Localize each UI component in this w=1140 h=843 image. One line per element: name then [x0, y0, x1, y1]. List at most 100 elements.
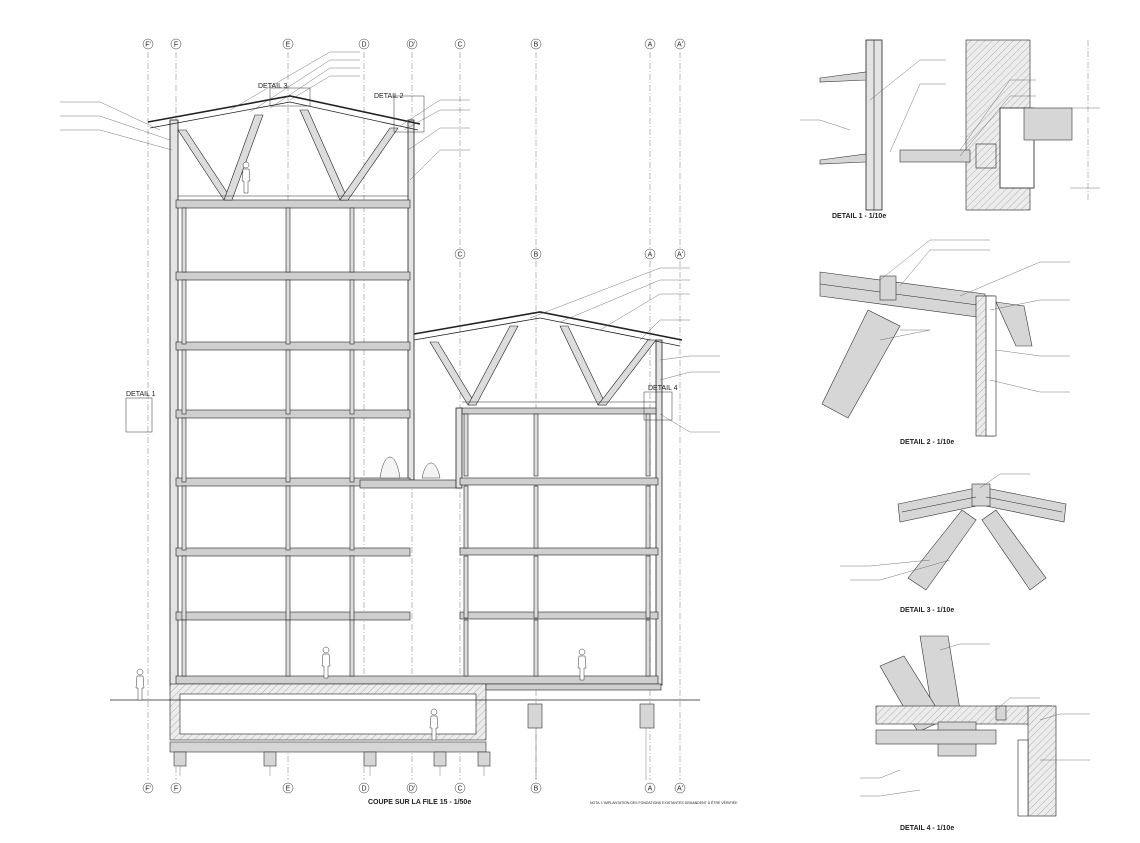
ground-floor-slab [175, 675, 659, 685]
leader-line [869, 59, 921, 101]
leader-line [959, 79, 1011, 151]
leader-line [1039, 713, 1061, 721]
detail-tag-3: DETAIL 3 [258, 83, 288, 90]
column [181, 619, 187, 677]
atrium-wall [455, 407, 463, 489]
grid-axis-bubble [674, 782, 686, 794]
grid-axis-bubble [142, 782, 154, 794]
detail-1-title: DETAIL 1 - 1/10e [832, 213, 886, 220]
column [349, 555, 355, 621]
leader-line [399, 99, 441, 127]
grid-axis-bubble [358, 38, 370, 50]
leader-line [639, 319, 661, 341]
column [533, 413, 539, 477]
leader-line [869, 559, 931, 567]
leader-line [659, 355, 691, 361]
grid-axis-bubble [454, 38, 466, 50]
detail-1-leaders [800, 59, 1036, 157]
leader-line [889, 83, 921, 153]
column [533, 619, 539, 677]
grid-axis-bubble [170, 38, 182, 50]
pile-cap [433, 751, 447, 767]
grid-axis-bubble [142, 38, 154, 50]
detail-tag-4: DETAIL 4 [648, 385, 678, 392]
grid-axis-bubble [674, 248, 686, 260]
lower-roof-truss [413, 311, 683, 406]
grid-axis-label: A [648, 252, 653, 259]
grid-axis-bubble [530, 782, 542, 794]
leader-line [229, 51, 331, 111]
floor-slab [175, 271, 411, 281]
leader-line [879, 769, 901, 779]
leader-line [879, 789, 921, 797]
column [181, 417, 187, 483]
column [349, 619, 355, 677]
floor-slab [175, 199, 411, 209]
column [181, 349, 187, 415]
basement [169, 683, 662, 753]
leader-line [995, 697, 1011, 711]
grid-axis-label: D' [409, 786, 415, 793]
leader-line [99, 101, 161, 131]
leader-line [407, 127, 441, 151]
grid-axis-label: D [361, 42, 366, 49]
leader-line [659, 413, 691, 433]
pile-cap [173, 751, 187, 767]
detail-3-title: DETAIL 3 - 1/10e [900, 607, 954, 614]
detail-3-drawing: DETAIL 3 - 1/10e [840, 473, 1067, 614]
grid-axis-label: A [648, 786, 653, 793]
grid-axis-bubble [282, 782, 294, 794]
grid-axis-label: F' [145, 42, 151, 49]
leader-line [989, 299, 1041, 311]
leader-line [659, 371, 691, 381]
detail-4-drawing: DETAIL 4 - 1/10e [860, 635, 1090, 832]
right-tower-wall [407, 119, 415, 481]
grid-axis-bubble [170, 782, 182, 794]
column [463, 485, 469, 549]
grid-axis-bubble [282, 38, 294, 50]
detail-4-title: DETAIL 4 - 1/10e [900, 825, 954, 832]
leader-line [989, 379, 1041, 393]
grid-axis-label: E [286, 42, 291, 49]
grid-axis-label: E [286, 786, 291, 793]
leader-line [899, 249, 931, 287]
leader-line [599, 293, 661, 331]
leader-line [879, 329, 931, 341]
grid-axis-bubble [530, 38, 542, 50]
scale-figures [135, 161, 587, 741]
detail-3-leaders [840, 473, 1030, 581]
floor-slab [175, 341, 411, 351]
leader-line [99, 115, 171, 141]
column [285, 417, 291, 483]
leader-line [959, 261, 1041, 297]
floor-slabs-tower [175, 199, 411, 621]
leader-line [403, 109, 441, 131]
leader-line [995, 349, 1041, 357]
pile-cap [263, 751, 277, 767]
grid-axis-label: A' [677, 252, 683, 259]
grid-axis-label: A [648, 42, 653, 49]
column [181, 485, 187, 551]
grid-axis-bubble [644, 38, 656, 50]
detail-2-leaders [879, 239, 1070, 393]
detail-tag-1: DETAIL 1 [126, 391, 156, 398]
annotation-leaders [60, 51, 720, 433]
column [285, 619, 291, 677]
leader-line [249, 59, 331, 113]
grid-axis-label: A' [677, 786, 683, 793]
atrium-slab [359, 479, 461, 489]
grid-axis-bubble [358, 782, 370, 794]
floor-slab [175, 409, 411, 419]
leader-line [979, 473, 1001, 489]
floor-slab [459, 547, 659, 556]
column [181, 279, 187, 345]
column [349, 417, 355, 483]
column [349, 279, 355, 345]
leader-line [879, 239, 931, 281]
leader-line [819, 119, 851, 131]
detail-2-drawing: DETAIL 2 - 1/10e [819, 239, 1070, 446]
detail-tag-2: DETAIL 2 [374, 93, 404, 100]
floor-slab [175, 611, 411, 621]
columns [181, 207, 651, 677]
leader-line [99, 129, 173, 151]
